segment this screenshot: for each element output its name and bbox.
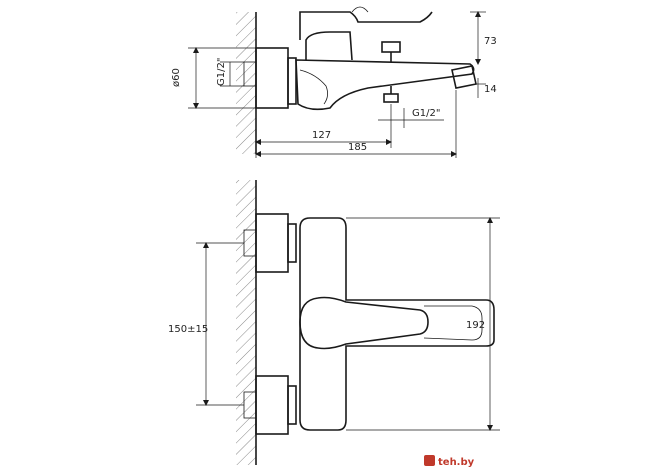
label-diameter: ø60 bbox=[171, 68, 182, 87]
label-thread-outlet: G1/2" bbox=[412, 108, 440, 119]
front-lever bbox=[299, 296, 429, 350]
upper-nut bbox=[287, 223, 297, 263]
watermark-text: teh.by bbox=[438, 457, 475, 468]
eccentric-block bbox=[255, 47, 289, 109]
cartridge bbox=[305, 31, 353, 61]
label-length-127: 127 bbox=[312, 130, 331, 141]
label-height-192: 192 bbox=[466, 320, 485, 331]
label-thread-inlet: G1/2" bbox=[216, 58, 227, 86]
nut bbox=[287, 57, 297, 105]
wall-hatch-top bbox=[236, 12, 256, 154]
mixer-body bbox=[299, 217, 495, 431]
side-view: 73 ø60 G1/2" 14 G1/2" 127 185 bbox=[171, 6, 497, 158]
front-view: 150±15 192 bbox=[168, 180, 500, 465]
diverter-knob bbox=[381, 41, 401, 53]
label-length-185: 185 bbox=[348, 142, 367, 153]
watermark: teh.by bbox=[420, 452, 666, 469]
spout-body bbox=[295, 59, 475, 111]
shower-outlet bbox=[383, 93, 399, 103]
watermark-logo-icon bbox=[424, 455, 435, 466]
upper-eccentric bbox=[255, 213, 289, 273]
wall-hatch-bottom bbox=[236, 180, 256, 465]
lower-nut bbox=[287, 385, 297, 425]
label-height-73: 73 bbox=[484, 36, 497, 47]
lever bbox=[299, 11, 433, 40]
inlet-thread bbox=[243, 61, 257, 87]
label-center-distance: 150±15 bbox=[168, 324, 208, 335]
lower-eccentric bbox=[255, 375, 289, 435]
label-spout-14: 14 bbox=[484, 84, 497, 95]
